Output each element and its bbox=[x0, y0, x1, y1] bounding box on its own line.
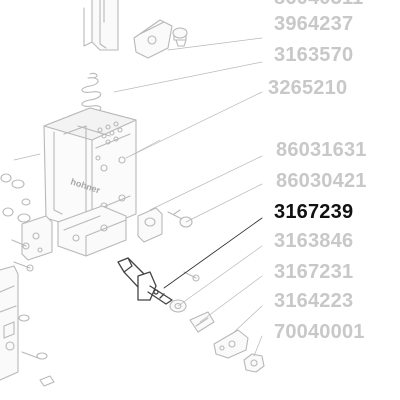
side-plate-part bbox=[21, 215, 53, 261]
clip-ring-part bbox=[213, 329, 249, 359]
part-number-label[interactable]: 3163570 bbox=[274, 44, 354, 66]
guide-rail-part bbox=[83, 0, 119, 51]
leader-lines bbox=[13, 37, 263, 357]
part-number-label[interactable]: 86040311 bbox=[274, 0, 363, 8]
part-number-label-highlighted[interactable]: 3167239 bbox=[274, 201, 354, 223]
spring-part bbox=[81, 72, 102, 115]
button-cap-part bbox=[189, 311, 215, 333]
part-number-label[interactable]: 3964237 bbox=[274, 13, 354, 35]
part-number-label[interactable]: 70040001 bbox=[274, 321, 365, 343]
washer-part bbox=[169, 271, 200, 313]
screw-part bbox=[172, 27, 188, 47]
highlighted-leader-line bbox=[163, 217, 263, 289]
part-number-label[interactable]: 86031631 bbox=[276, 139, 367, 161]
part-number-label[interactable]: 3167231 bbox=[274, 261, 354, 283]
hex-nut-part bbox=[243, 353, 265, 373]
o-rings-part bbox=[0, 173, 31, 223]
part-number-label[interactable]: 3163846 bbox=[274, 230, 354, 252]
bushing-part bbox=[137, 207, 193, 243]
part-number-label[interactable]: 3164223 bbox=[274, 290, 354, 312]
clip-plate-part bbox=[133, 19, 173, 59]
part-number-label[interactable]: 86030421 bbox=[276, 170, 367, 192]
button-shaft-part-highlighted bbox=[117, 257, 173, 305]
housing-part bbox=[0, 265, 19, 381]
slide-bracket-part bbox=[57, 205, 127, 257]
part-number-label[interactable]: 3265210 bbox=[268, 77, 348, 99]
small-screws-part bbox=[11, 239, 55, 387]
